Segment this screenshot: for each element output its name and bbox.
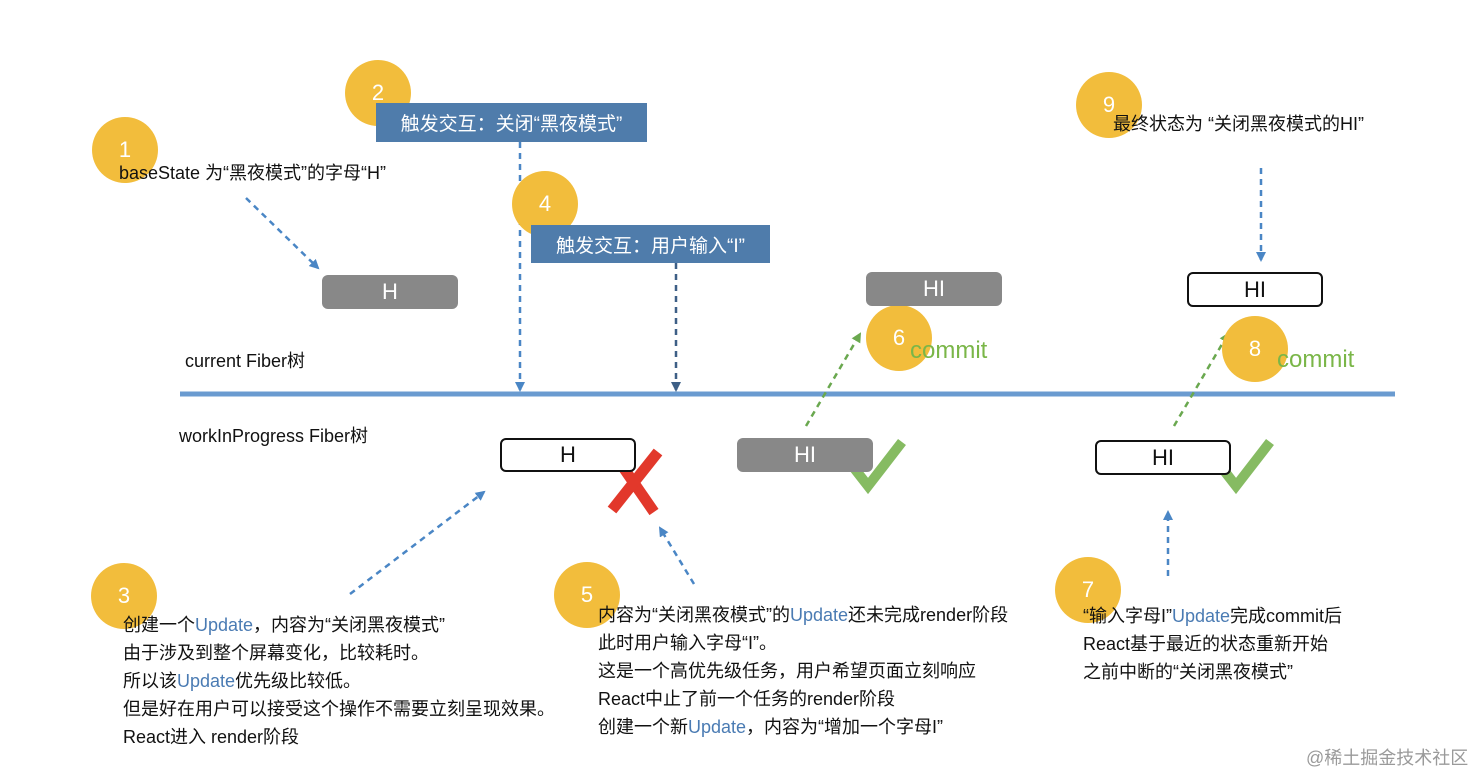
wip-node-hi: HI bbox=[737, 438, 873, 472]
wip-fiber-tree-label: workInProgress Fiber树 bbox=[179, 426, 369, 446]
current-fiber-tree-label: current Fiber树 bbox=[185, 351, 306, 371]
note-5-text: 内容为“关闭黑夜模式”的Update还未完成render阶段 此时用户输入字母“… bbox=[598, 601, 1008, 741]
wip-node-h: H bbox=[500, 438, 636, 472]
current-node-hi-final: HI bbox=[1187, 272, 1323, 307]
commit-label-8: commit bbox=[1277, 346, 1355, 373]
arrow-note5-to-cross bbox=[658, 526, 696, 585]
note-7-line-1: “输入字母I”Update完成commit后 bbox=[1083, 606, 1343, 626]
interaction-banner-dark-mode-off: 触发交互：关闭“黑夜模式” bbox=[376, 103, 647, 142]
arrow-note1-to-h bbox=[245, 197, 320, 270]
current-node-h: H bbox=[322, 275, 458, 309]
note-1-text: baseState 为“黑夜模式”的字母“H” bbox=[119, 163, 387, 183]
note-9-text: 最终状态为 “关闭黑夜模式的HI” bbox=[1113, 114, 1364, 134]
current-node-hi: HI bbox=[866, 272, 1002, 306]
note-3-line-5: React进入 render阶段 bbox=[123, 727, 300, 747]
note-3-line-4: 但是好在用户可以接受这个操作不需要立刻呈现效果。 bbox=[123, 699, 555, 719]
step-8-badge: 8 bbox=[1222, 316, 1288, 382]
note-7-line-2: React基于最近的状态重新开始 bbox=[1083, 634, 1329, 654]
watermark: @稀土掘金技术社区 bbox=[1306, 748, 1469, 768]
note-5-line-3: 这是一个高优先级任务，用户希望页面立刻响应 bbox=[598, 661, 976, 681]
note-3-line-3: 所以该Update优先级比较低。 bbox=[123, 671, 362, 691]
interaction-banner-user-input: 触发交互：用户输入“I” bbox=[531, 225, 770, 263]
note-7-line-3: 之前中断的“关闭黑夜模式” bbox=[1083, 662, 1293, 682]
wip-node-hi-final: HI bbox=[1095, 440, 1231, 475]
note-3-text: 创建一个Update，内容为“关闭黑夜模式” 由于涉及到整个屏幕变化，比较耗时。… bbox=[123, 611, 555, 751]
arrow-note3-to-wip-h bbox=[349, 490, 486, 595]
note-5-line-4: React中止了前一个任务的render阶段 bbox=[598, 689, 896, 709]
arrow-commit-8 bbox=[1172, 332, 1230, 427]
step-6-badge: 6 bbox=[866, 305, 932, 371]
commit-label-6: commit bbox=[910, 337, 988, 364]
check-mark-icon bbox=[850, 438, 906, 495]
step-5-badge: 5 bbox=[554, 562, 620, 628]
note-5-line-2: 此时用户输入字母“I”。 bbox=[598, 633, 777, 653]
note-3-line-1: 创建一个Update，内容为“关闭黑夜模式” bbox=[123, 615, 446, 635]
note-7-text: “输入字母I”Update完成commit后 React基于最近的状态重新开始 … bbox=[1083, 602, 1342, 686]
arrow-commit-6 bbox=[804, 332, 862, 427]
note-5-line-1: 内容为“关闭黑夜模式”的Update还未完成render阶段 bbox=[598, 605, 1009, 625]
step-3-badge: 3 bbox=[91, 563, 157, 629]
step-9-badge: 9 bbox=[1076, 72, 1142, 138]
step-7-badge: 7 bbox=[1055, 557, 1121, 623]
note-3-line-2: 由于涉及到整个屏幕变化，比较耗时。 bbox=[123, 643, 429, 663]
note-5-line-5: 创建一个新Update，内容为“增加一个字母I” bbox=[598, 717, 944, 737]
step-1-badge: 1 bbox=[92, 117, 158, 183]
